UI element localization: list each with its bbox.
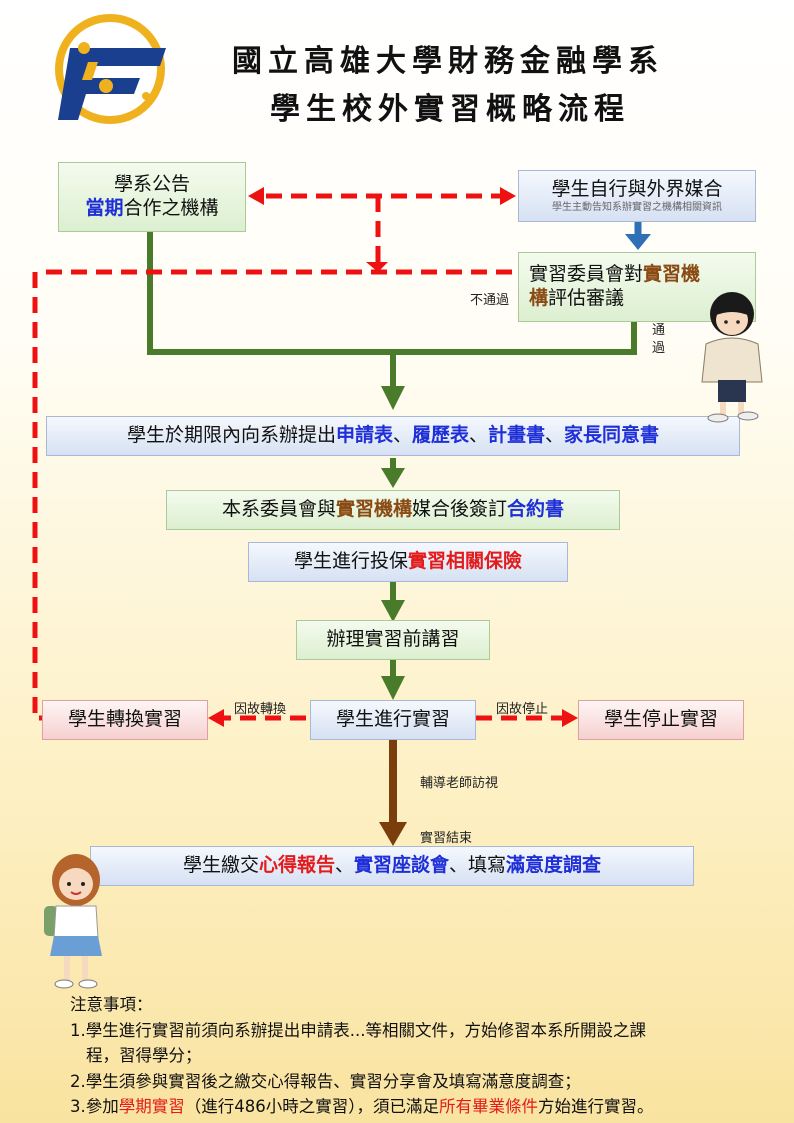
- apply-pre: 學生於期限內向系辦提出: [126, 424, 336, 447]
- final-h3: 滿意度調查: [506, 854, 602, 877]
- pass-label: 通過: [652, 323, 666, 356]
- notes-item-3-h1: 學期實習: [118, 1097, 185, 1117]
- green-arrowhead-1: [381, 386, 405, 410]
- stop-reason-label: 因故停止: [496, 702, 549, 717]
- insurance-highlight: 實習相關保險: [408, 550, 523, 573]
- girl-illustration: [44, 854, 102, 989]
- apply-doc4: 家長同意書: [564, 424, 660, 447]
- not-pass-label: 不通過: [470, 293, 510, 308]
- contract-mid: 媒合後簽訂: [412, 498, 508, 521]
- apply-box: 學生於期限內向系辦提出申請表、履歷表、計畫書、家長同意書: [46, 416, 740, 456]
- transfer-box: 學生轉換實習: [42, 700, 208, 740]
- notes-item-1: 1.學生進行實習前須向系辦提出申請表...等相關文件，方始修習本系所開設之課: [70, 1020, 646, 1040]
- self-match-title: 學生自行與外界媒合: [551, 177, 723, 200]
- notes-item-3: 3.參加學期實習（進行486小時之實習），須已滿足所有畢業條件方始進行實習。: [70, 1094, 770, 1120]
- apply-sep1: 、: [392, 424, 412, 447]
- boy-illustration: [701, 292, 763, 423]
- notes-item-3-mid: （進行486小時之實習），須已滿足: [184, 1097, 439, 1117]
- pre-lecture-box: 辦理實習前講習: [296, 620, 490, 660]
- transfer-reason-label: 因故轉換: [234, 702, 287, 717]
- red-arrowhead-transfer: [208, 709, 224, 727]
- final-h2: 實習座談會: [354, 854, 450, 877]
- committee-highlight2: 構: [529, 287, 549, 309]
- final-sep1: 、: [334, 854, 354, 877]
- notes-item-1-cont: 程，習得學分；: [86, 1046, 202, 1066]
- transfer-label: 學生轉換實習: [67, 708, 182, 731]
- department-logo: [55, 14, 166, 124]
- self-match-subtitle: 學生主動告知系辦實習之機構相關資訊: [552, 201, 722, 213]
- stop-label: 學生停止實習: [603, 708, 718, 731]
- pre-lecture-label: 辦理實習前講習: [326, 628, 460, 651]
- insurance-pre: 學生進行投保: [293, 550, 408, 573]
- contract-pre: 本系委員會與: [221, 498, 336, 521]
- notes-item-3-post: 方始進行實習。: [538, 1097, 654, 1117]
- apply-doc1: 申請表: [335, 424, 393, 447]
- final-box: 學生繳交心得報告、實習座談會、填寫滿意度調查: [90, 846, 694, 886]
- announce-box: 學系公告 當期合作之機構: [58, 162, 246, 232]
- red-arrowhead-merge: [366, 262, 388, 272]
- blue-arrowhead: [625, 234, 651, 250]
- stop-box: 學生停止實習: [578, 700, 744, 740]
- insurance-box: 學生進行投保實習相關保險: [248, 542, 568, 582]
- intern-label: 學生進行實習: [335, 708, 450, 731]
- announce-highlight: 當期: [85, 197, 124, 219]
- final-h1: 心得報告: [258, 854, 335, 877]
- green-arrowhead-3: [381, 600, 405, 622]
- notes-item-2: 2.學生須參與實習後之繳交心得報告、實習分享會及填寫滿意度調查；: [70, 1071, 581, 1091]
- green-arrowhead-2: [381, 468, 405, 488]
- committee-post: 評估審議: [548, 287, 625, 309]
- notes-section: 注意事項： 1.學生進行實習前須向系辦提出申請表...等相關文件，方始修習本系所…: [70, 992, 770, 1120]
- apply-sep2: 、: [469, 424, 489, 447]
- intern-box: 學生進行實習: [310, 700, 476, 740]
- brown-arrowhead: [379, 822, 407, 846]
- red-arrowhead-announce: [248, 187, 264, 205]
- self-match-box: 學生自行與外界媒合 學生主動告知系辦實習之機構相關資訊: [518, 170, 756, 222]
- visit-label: 輔導老師訪視: [420, 776, 499, 791]
- apply-doc2: 履歷表: [411, 424, 469, 447]
- final-pre: 學生繳交: [182, 854, 259, 877]
- red-arrowhead-selfmatch: [500, 187, 516, 205]
- apply-sep3: 、: [545, 424, 565, 447]
- green-arrowhead-4: [381, 676, 405, 700]
- contract-highlight1: 實習機構: [335, 498, 412, 521]
- contract-highlight2: 合約書: [507, 498, 565, 521]
- contract-box: 本系委員會與實習機構媒合後簽訂合約書: [166, 490, 620, 530]
- red-arrowhead-stop: [562, 709, 578, 727]
- end-label: 實習結束: [420, 831, 473, 846]
- notes-heading: 注意事項：: [70, 995, 153, 1014]
- page-title-line1: 國立高雄大學財務金融學系: [232, 44, 664, 79]
- notes-item-3-h2: 所有畢業條件: [439, 1097, 538, 1117]
- announce-line1: 學系公告: [113, 173, 190, 196]
- committee-pre: 實習委員會對: [529, 263, 644, 286]
- page-title-line2: 學生校外實習概略流程: [270, 92, 630, 127]
- notes-item-3-pre: 3.參加: [70, 1097, 119, 1117]
- final-sep2: 、填寫: [449, 854, 507, 877]
- committee-highlight1: 實習機: [643, 263, 701, 286]
- announce-line2: 合作之機構: [123, 197, 219, 219]
- apply-doc3: 計畫書: [488, 424, 546, 447]
